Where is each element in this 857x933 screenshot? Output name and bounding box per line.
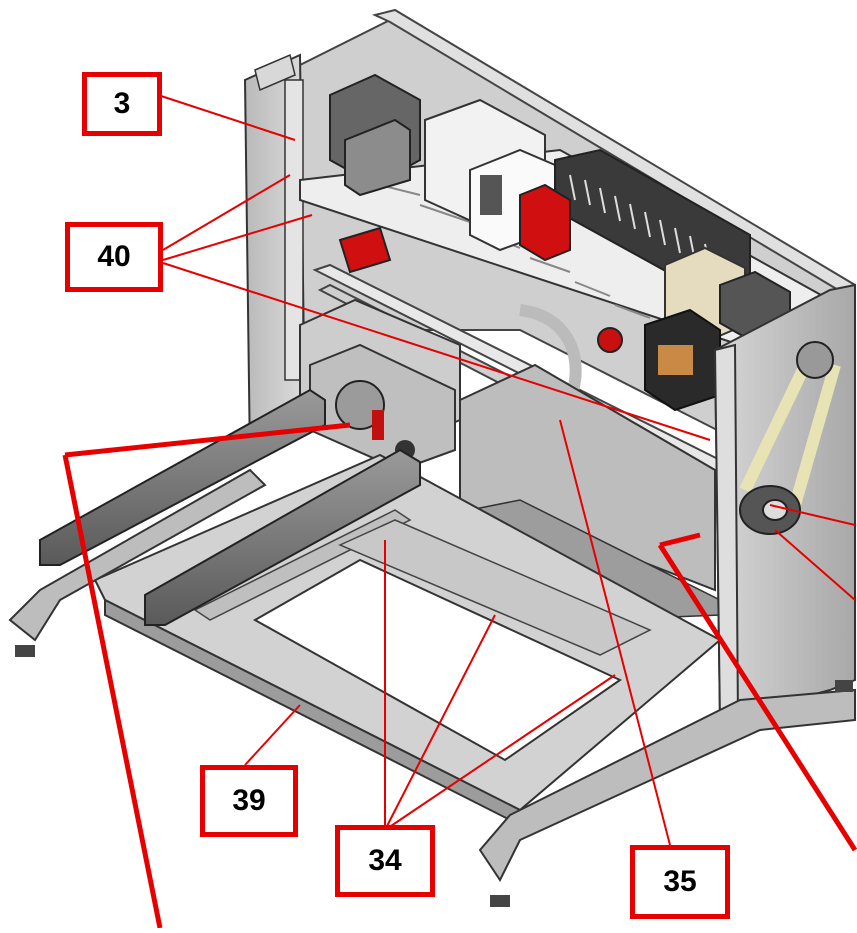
leader-right-long xyxy=(657,543,857,852)
carriage-block xyxy=(299,298,461,472)
belt-drive xyxy=(739,341,841,535)
leader-pulley-a xyxy=(769,504,856,526)
callout-label-34: 34 xyxy=(335,825,435,897)
leader-3 xyxy=(157,94,296,141)
callout-label-40: 40 xyxy=(65,222,163,292)
left-side-frame xyxy=(243,53,307,462)
leader-35 xyxy=(559,419,671,846)
leader-34c xyxy=(384,674,616,831)
leader-40a xyxy=(162,174,291,251)
leader-left-top xyxy=(64,422,351,458)
leader-40c xyxy=(162,262,711,441)
leader-pulley-b xyxy=(774,529,856,601)
base-legs xyxy=(8,468,856,907)
leader-39 xyxy=(244,704,301,766)
leader-34b xyxy=(384,614,496,831)
callout-label-35: 35 xyxy=(630,845,730,919)
motor xyxy=(329,73,421,197)
leader-lines xyxy=(62,94,857,929)
leader-40b xyxy=(162,214,313,261)
callout-label-3: 3 xyxy=(82,72,162,136)
leader-right-tick xyxy=(659,532,701,548)
leader-left-down xyxy=(62,454,163,929)
callout-label-39: 39 xyxy=(200,765,298,837)
